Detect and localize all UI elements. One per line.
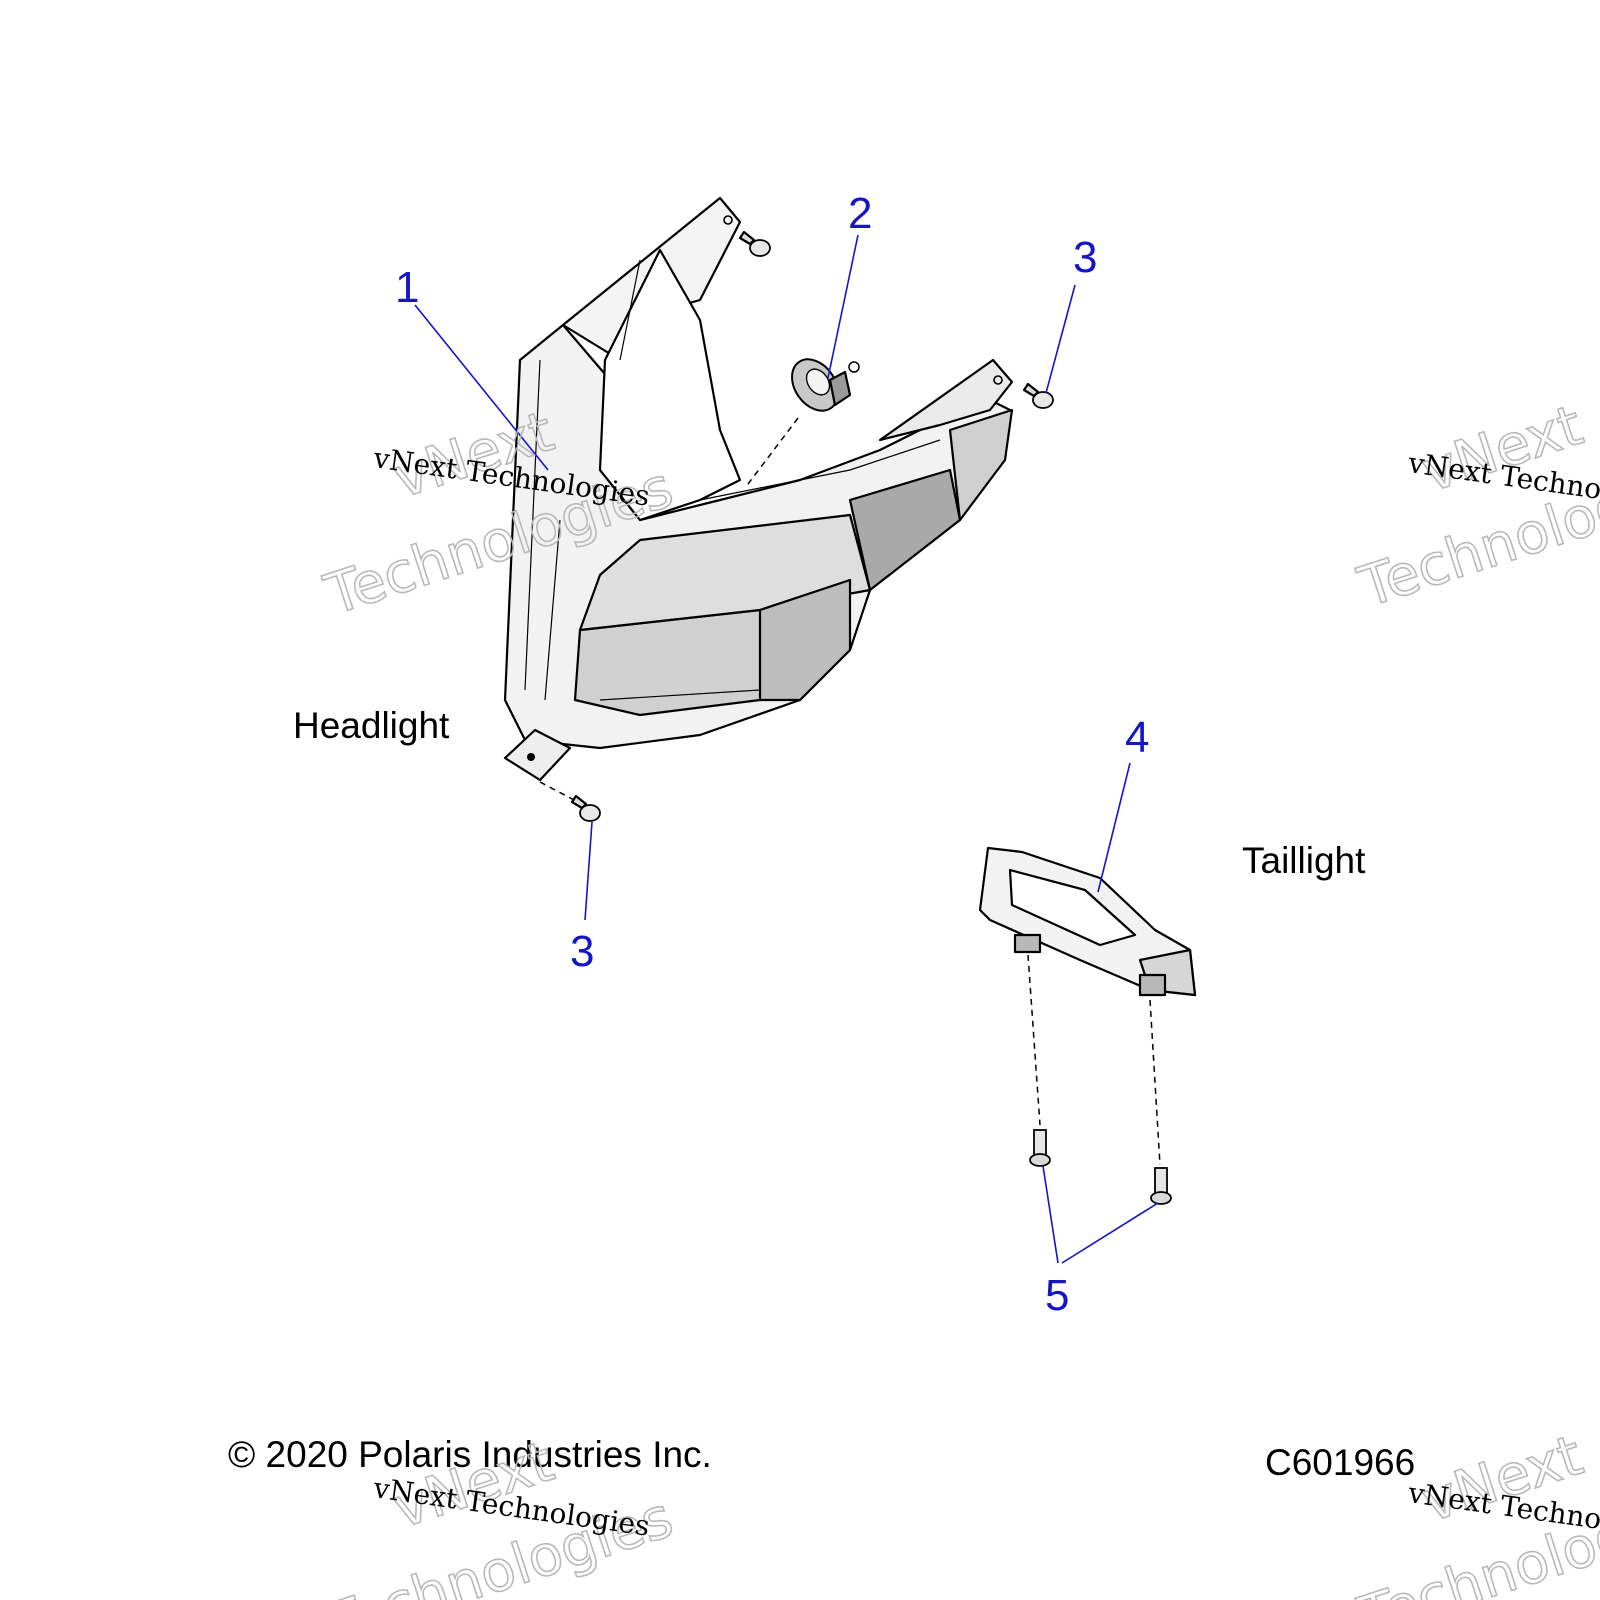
screw-right xyxy=(1022,382,1054,409)
screw-bottom xyxy=(539,781,601,822)
leader-3-top xyxy=(1045,284,1076,394)
watermark-top-right: vNext Technologies vNext Technologies xyxy=(1350,392,1600,621)
callout-4: 4 xyxy=(1125,713,1149,762)
leader-5-right xyxy=(1061,1202,1159,1264)
taillight-screw-left xyxy=(1029,1129,1051,1167)
leader-5-left xyxy=(1042,1165,1059,1264)
taillight-assembly xyxy=(978,846,1197,1166)
copyright-text: © 2020 Polaris Industries Inc. xyxy=(228,1434,712,1475)
leader-1 xyxy=(414,304,549,471)
callout-1: 1 xyxy=(395,263,419,312)
callout-3-bottom: 3 xyxy=(570,927,594,976)
headlight-label: Headlight xyxy=(293,705,450,746)
headlight-assembly xyxy=(503,196,1014,782)
diagram-code: C601966 xyxy=(1265,1442,1415,1483)
callout-3-top: 3 xyxy=(1073,233,1097,282)
taillight-screw-right xyxy=(1150,1167,1172,1205)
callout-2: 2 xyxy=(848,189,872,238)
leader-4 xyxy=(1097,762,1131,893)
bulb-socket xyxy=(744,358,860,489)
taillight-label: Taillight xyxy=(1242,840,1366,881)
leader-2 xyxy=(827,234,859,379)
callout-5: 5 xyxy=(1045,1271,1069,1320)
screw-top-left xyxy=(738,230,771,257)
leader-3-bottom xyxy=(584,821,593,921)
